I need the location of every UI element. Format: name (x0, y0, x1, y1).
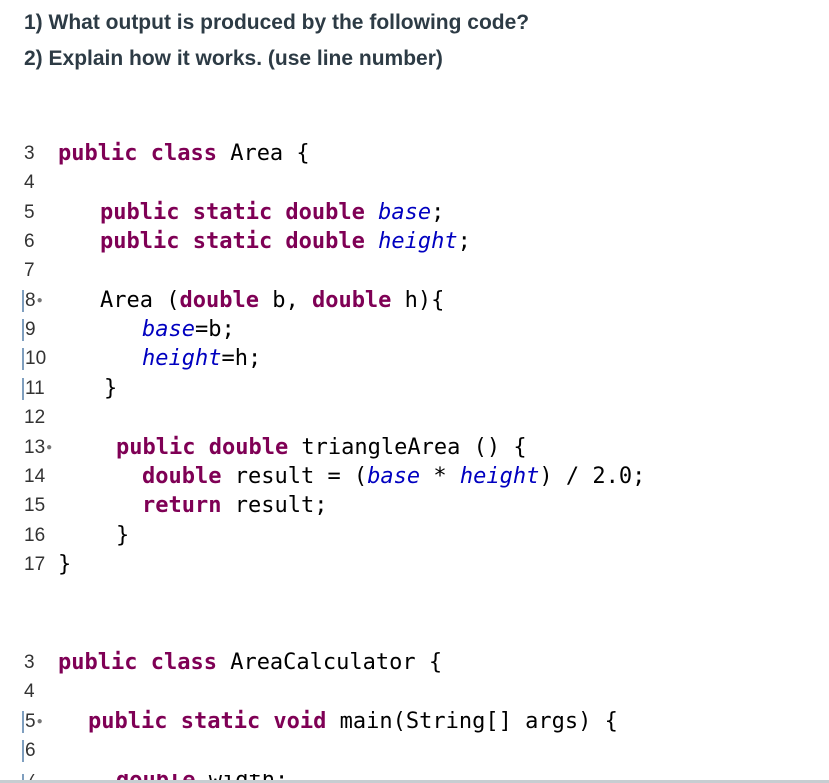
line-number: 4 (24, 172, 35, 193)
fold-marker-icon[interactable]: ● (36, 295, 43, 307)
line-number: 5 (24, 202, 35, 223)
line-number: 10 (22, 348, 61, 370)
code-line: public static void main(String[] args) { (88, 709, 618, 734)
question-2: 2) Explain how it works. (use line numbe… (24, 47, 443, 70)
code-line: base=b; (142, 317, 235, 342)
line-number: 12 (24, 407, 46, 428)
code-line: double result = (base * height) / 2.0; (142, 464, 646, 489)
line-number: 11 (22, 378, 61, 400)
line-number: 5● (22, 711, 61, 733)
line-number-text: 5 (25, 711, 36, 732)
line-number: 13● (24, 437, 60, 459)
line-number: 8● (22, 290, 61, 312)
code-line: public double triangleArea () { (116, 435, 527, 460)
line-number: 15 (24, 495, 46, 516)
question-1: 1) What output is produced by the follow… (24, 11, 530, 34)
code-line: } (104, 376, 118, 401)
line-number: 6 (22, 740, 61, 762)
line-number-text: 8 (25, 290, 36, 311)
fold-marker-icon[interactable]: ● (46, 442, 53, 454)
code-line: public class AreaCalculator { (58, 650, 443, 675)
line-number: 14 (24, 466, 46, 487)
line-number: 3 (24, 143, 35, 164)
line-number: 7 (22, 774, 61, 783)
fold-marker-icon[interactable]: ● (36, 716, 43, 728)
line-number: 9 (22, 319, 61, 341)
cropped-line: 7 double width; (0, 774, 829, 783)
line-number: 7 (24, 260, 35, 281)
line-number: 3 (24, 652, 35, 673)
line-number: 6 (24, 231, 35, 252)
code-line: } (58, 552, 72, 577)
page-divider (0, 780, 829, 783)
code-line: public static double height; (100, 229, 471, 254)
line-number: 17 (24, 554, 46, 575)
code-line: public static double base; (100, 200, 445, 225)
line-number: 16 (24, 525, 46, 546)
code-line: height=h; (142, 346, 262, 371)
code-line: return result; (142, 493, 328, 518)
code-line: Area (double b, double h){ (100, 288, 445, 313)
code-line: double width; (116, 774, 288, 783)
line-number: 4 (24, 681, 35, 702)
code-line: } (116, 523, 130, 548)
code-line: public class Area { (58, 141, 310, 166)
line-number-text: 13 (24, 437, 46, 458)
